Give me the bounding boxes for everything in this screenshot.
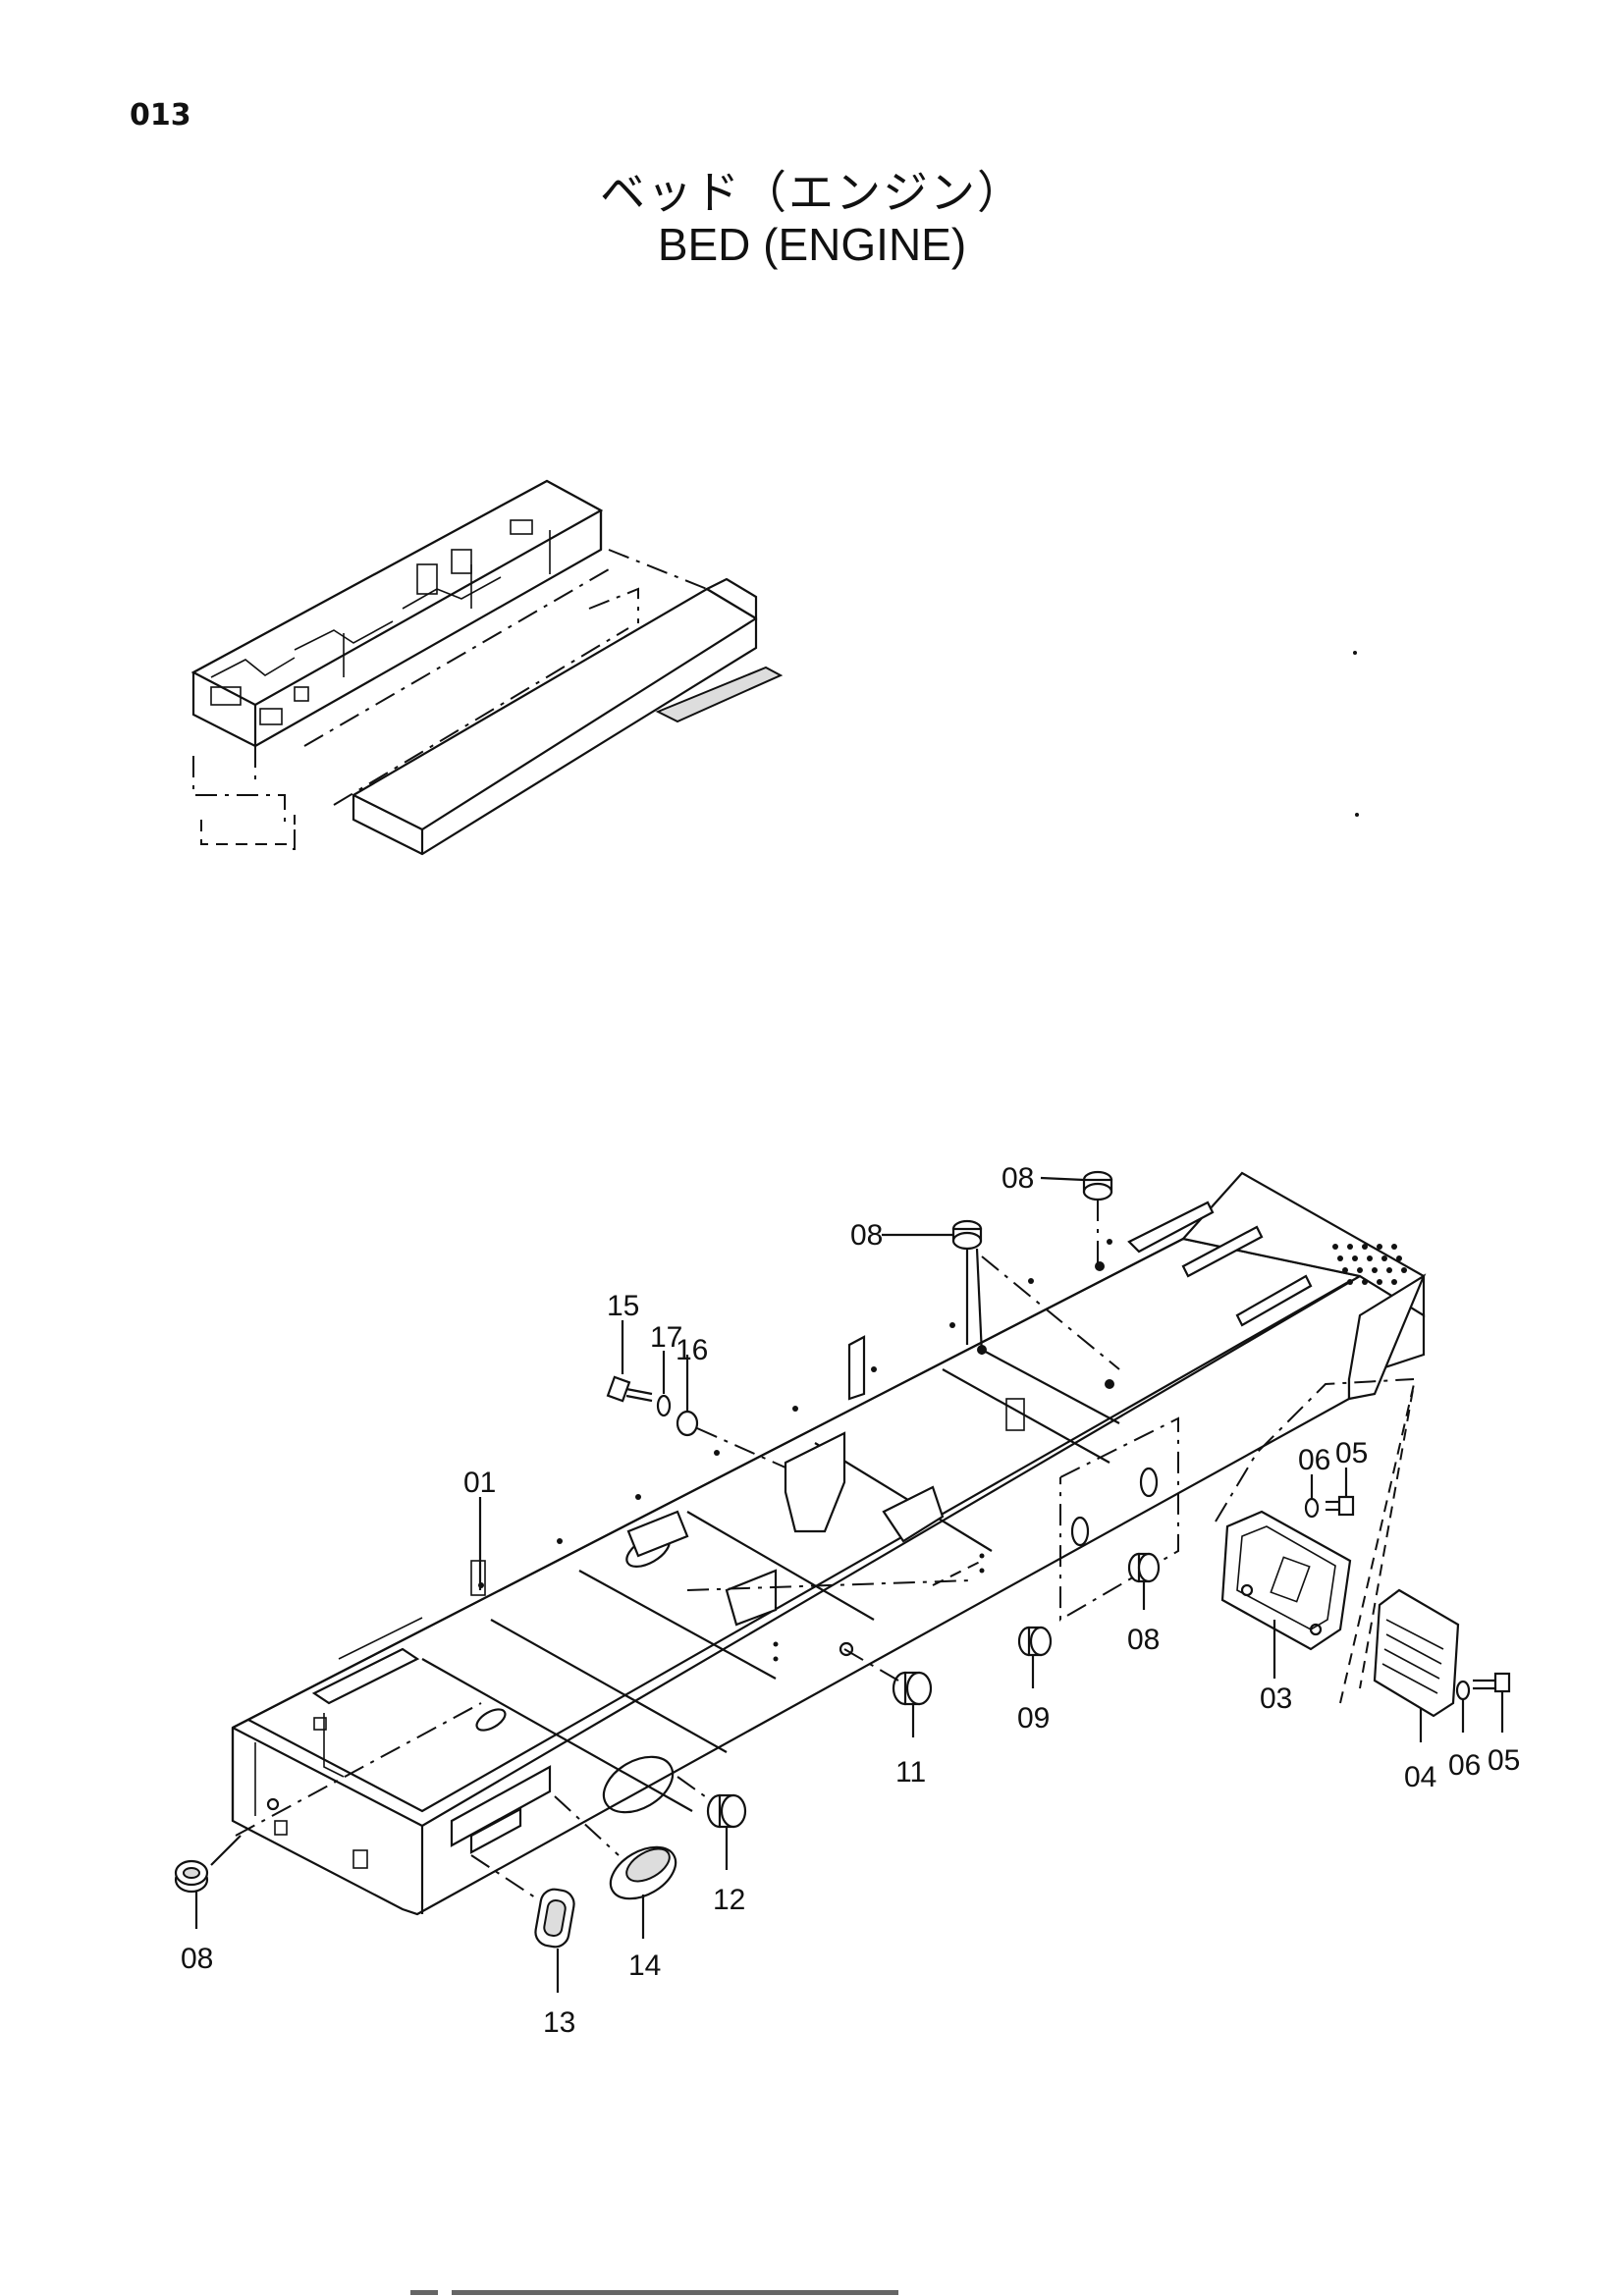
callout-03: 03 bbox=[1260, 1682, 1292, 1715]
callout-17: 17 bbox=[650, 1321, 682, 1354]
part-06-washer-upper bbox=[1304, 1474, 1320, 1519]
callout-14: 14 bbox=[628, 1949, 661, 1982]
title-english: BED (ENGINE) bbox=[657, 219, 967, 270]
part-05-bolt-lower bbox=[1473, 1672, 1511, 1733]
callout-12: 12 bbox=[713, 1884, 745, 1916]
part-09-grommet bbox=[843, 1648, 933, 1737]
part-08-grommet-side-right bbox=[1127, 1552, 1161, 1610]
callout-08-c: 08 bbox=[1127, 1624, 1160, 1656]
part-08-grommet-upper bbox=[882, 1219, 1120, 1370]
callout-11: 08 bbox=[181, 1943, 213, 1975]
callout-06-a: 06 bbox=[1298, 1444, 1330, 1476]
callout-13: 13 bbox=[543, 2006, 575, 2039]
main-assembly bbox=[231, 651, 1427, 1916]
callout-05-b: 05 bbox=[1488, 1744, 1520, 1777]
part-11-grommet bbox=[174, 1835, 242, 1929]
footer-bar-right bbox=[452, 2290, 898, 2295]
part-06-washer-lower bbox=[1455, 1680, 1471, 1733]
part-03-cover bbox=[1215, 1378, 1415, 1679]
part-08-grommet-top bbox=[1040, 1170, 1113, 1266]
part-13-oval-grommet bbox=[470, 1854, 575, 1993]
callout-15: 15 bbox=[607, 1290, 639, 1322]
title-japanese: ベッド（エンジン） bbox=[600, 166, 1024, 219]
callout-08-b: 08 bbox=[850, 1219, 883, 1252]
callout-09: 11 bbox=[895, 1756, 926, 1789]
callout-04: 04 bbox=[1404, 1761, 1436, 1793]
part-15-bolt bbox=[606, 1320, 653, 1403]
callout-06-b: 06 bbox=[1448, 1749, 1481, 1782]
overview-assembly bbox=[190, 479, 784, 856]
callout-01: 01 bbox=[463, 1467, 496, 1499]
part-08-grommet-side-middle bbox=[1017, 1626, 1053, 1688]
part-05-bolt-upper bbox=[1326, 1468, 1355, 1517]
leader-dash-11 bbox=[235, 1702, 482, 1837]
part-17-spring-washer bbox=[656, 1351, 672, 1417]
callout-08-d: 09 bbox=[1017, 1702, 1050, 1735]
part-04-louver-cover bbox=[1339, 1383, 1460, 1742]
part-16-washer bbox=[676, 1355, 786, 1468]
perforated-plate bbox=[1332, 1244, 1407, 1285]
callout-08-a: 08 bbox=[1001, 1162, 1034, 1195]
part-12-grommet bbox=[677, 1776, 747, 1870]
part-14-oval-grommet bbox=[554, 1795, 677, 1939]
footer-bar-left bbox=[410, 2290, 438, 2295]
callout-05-a: 05 bbox=[1335, 1437, 1368, 1469]
page-number: 013 bbox=[130, 98, 191, 133]
callout-16: 16 bbox=[676, 1334, 708, 1366]
